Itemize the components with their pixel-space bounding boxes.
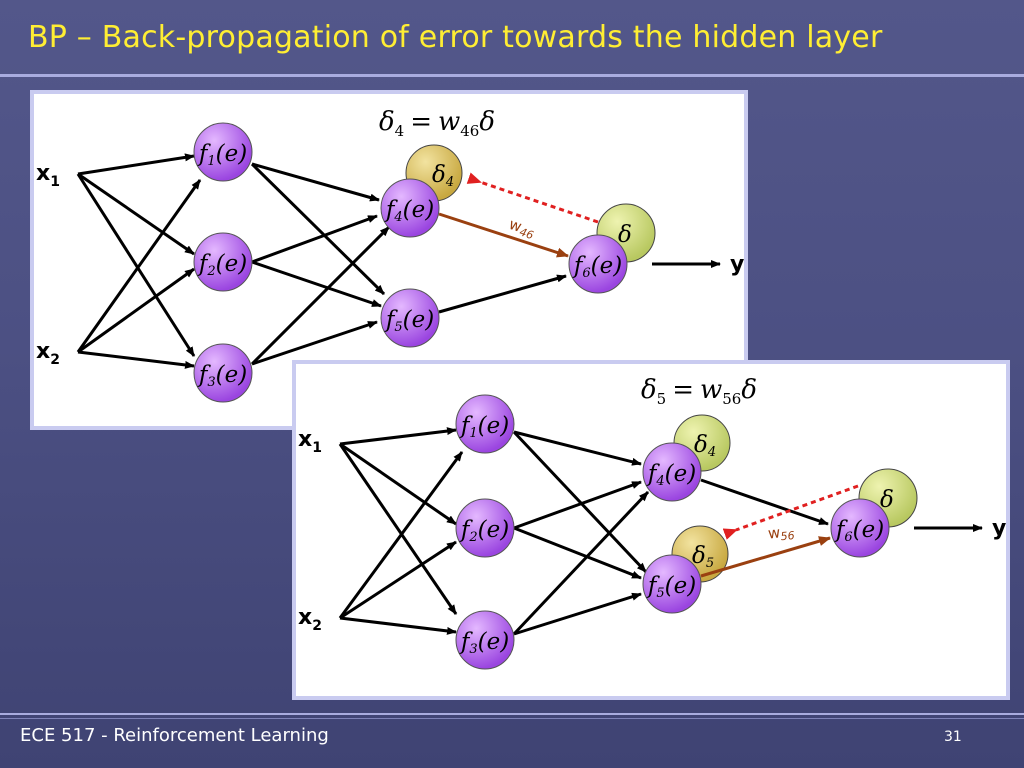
input-x1-label: x1 <box>298 427 322 456</box>
network-diagram-1: δ4=w46δ w46 f1(e) f2(e) f3 <box>36 107 744 403</box>
input-edges <box>338 427 983 636</box>
svg-text:f6(e): f6(e) <box>572 253 622 281</box>
svg-text:f1(e): f1(e) <box>459 413 509 441</box>
neuron-f2: f2(e) <box>193 232 253 292</box>
svg-text:f5(e): f5(e) <box>646 573 696 601</box>
svg-text:f6(e): f6(e) <box>834 517 884 545</box>
weight-arrow-w46 <box>438 212 569 258</box>
svg-text:f4(e): f4(e) <box>646 461 696 489</box>
input-x2-label: x2 <box>36 339 60 368</box>
neuron-f2: f2(e) <box>455 498 515 558</box>
svg-text:f3(e): f3(e) <box>459 629 509 657</box>
diagram-panel-2: δ5=w56δ w56 f1(e) f2(e) f3(e) f4(e) <box>292 360 1010 700</box>
weight-label-w46: w46 <box>506 215 537 242</box>
output-y-label: y <box>992 516 1006 541</box>
input-x1-label: x1 <box>36 161 60 190</box>
svg-text:f1(e): f1(e) <box>197 141 247 169</box>
output-y-label: y <box>730 252 744 277</box>
neuron-f3: f3(e) <box>455 610 515 670</box>
neuron-f5: f5(e) <box>380 288 440 348</box>
formula-delta4: δ4=w46δ <box>379 107 495 140</box>
neuron-f4: f4(e) <box>380 178 440 238</box>
delta-output-label: δ <box>618 222 632 248</box>
weight-label-w56: w56 <box>767 522 795 545</box>
input-x2-label: x2 <box>298 605 322 634</box>
svg-text:f2(e): f2(e) <box>459 517 509 545</box>
footer-divider-thin <box>0 718 1024 719</box>
delta5-label: δ5 <box>692 543 714 571</box>
error-arrow-delta5 <box>722 484 859 540</box>
error-arrow-delta4 <box>466 172 599 224</box>
title-divider <box>0 74 1024 77</box>
slide-title: BP – Back-propagation of error towards t… <box>28 20 883 55</box>
neuron-f6: f6(e) <box>568 234 628 294</box>
page-number: 31 <box>944 729 962 745</box>
footer-divider <box>0 713 1024 715</box>
delta4-label: δ4 <box>432 162 454 190</box>
svg-text:f5(e): f5(e) <box>384 307 434 335</box>
svg-text:f4(e): f4(e) <box>384 197 434 225</box>
delta4-label: δ4 <box>694 432 716 460</box>
neuron-f1: f1(e) <box>455 394 515 454</box>
svg-text:f2(e): f2(e) <box>197 251 247 279</box>
neuron-f3: f3(e) <box>193 343 253 403</box>
neuron-f6: f6(e) <box>830 498 890 558</box>
footer-course: ECE 517 - Reinforcement Learning <box>20 725 329 746</box>
neuron-f4: f4(e) <box>642 442 702 502</box>
delta-output-label: δ <box>880 487 894 513</box>
network-diagram-2: δ5=w56δ w56 f1(e) f2(e) f3(e) f4(e) <box>298 375 1006 670</box>
weight-arrow-w56 <box>700 536 831 578</box>
svg-text:f3(e): f3(e) <box>197 362 247 390</box>
neuron-f5: f5(e) <box>642 554 702 614</box>
neuron-f1: f1(e) <box>193 122 253 182</box>
input-edges <box>76 153 721 369</box>
formula-delta5: δ5=w56δ <box>641 375 757 408</box>
